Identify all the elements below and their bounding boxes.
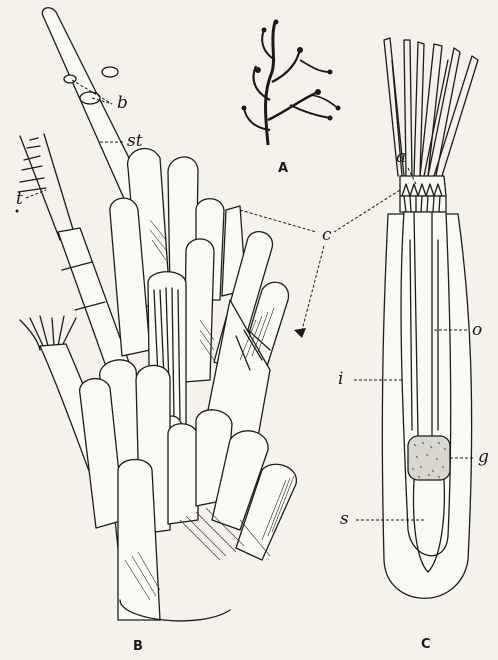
label-s: s — [340, 509, 349, 529]
label-i: i — [338, 369, 343, 389]
label-c: c — [322, 225, 332, 245]
label-st: st — [127, 131, 143, 151]
panel-b-caption: B — [133, 639, 143, 654]
label-g: g — [478, 447, 489, 467]
panel-c-caption: C — [421, 637, 431, 652]
label-a: a — [396, 147, 406, 167]
label-t: t — [16, 189, 23, 209]
leader-c-1 — [240, 210, 316, 232]
leader-c-3 — [302, 246, 324, 330]
label-o: o — [472, 320, 482, 340]
panel-a-colony-drawing — [242, 20, 341, 146]
panel-b-colony-drawing — [18, 8, 296, 621]
panel-a-caption: A — [278, 161, 288, 176]
panel-c-polyp-drawing — [382, 38, 478, 598]
label-b: b — [117, 93, 128, 113]
